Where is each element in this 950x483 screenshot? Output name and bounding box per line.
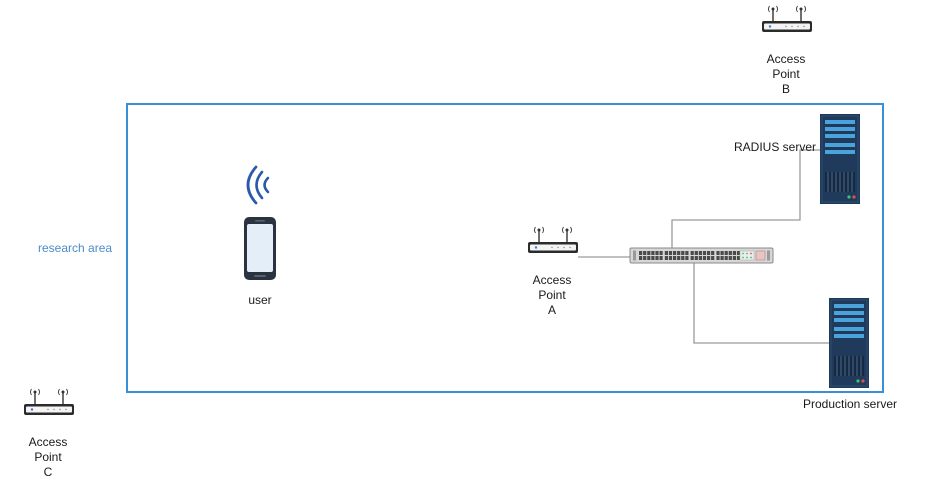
switch-port: [728, 251, 732, 255]
switch-port: [651, 256, 655, 260]
switch-port: [720, 256, 724, 260]
switch-port: [639, 256, 643, 260]
switch-port: [707, 256, 711, 260]
access-point-c-icon: [23, 388, 75, 416]
switch-port: [655, 251, 659, 255]
switch-port: [702, 251, 707, 255]
switch-port: [736, 251, 741, 255]
switch-port: [664, 251, 668, 255]
wifi-signal-icon: [246, 165, 270, 205]
access-point-a-icon: [527, 226, 579, 254]
switch-port: [659, 256, 663, 260]
switch-port: [673, 251, 677, 255]
switch-port: [681, 251, 685, 255]
switch-port: [690, 251, 694, 255]
switch-port: [659, 251, 663, 255]
switch-port: [702, 256, 707, 260]
network-switch-icon: [629, 247, 774, 264]
switch-port: [685, 256, 689, 260]
switch-port: [711, 256, 715, 260]
switch-port: [711, 251, 715, 255]
switch-port: [716, 256, 720, 260]
switch-port: [694, 256, 698, 260]
switch-port: [728, 256, 732, 260]
switch-port: [643, 251, 647, 255]
switch-port: [732, 251, 736, 255]
link-switch-production: [693, 263, 829, 344]
switch-port: [664, 256, 668, 260]
switch-port: [668, 251, 673, 255]
user-label: user: [248, 293, 272, 307]
radius-server-icon: [819, 113, 861, 205]
switch-port: [647, 251, 651, 255]
switch-port: [643, 256, 647, 260]
radius-server-label: RADIUS server: [733, 140, 816, 154]
switch-port: [685, 251, 689, 255]
switch-port: [655, 256, 659, 260]
access-point-b-label: Access Point B: [766, 52, 806, 96]
link-switch-radius: [671, 149, 820, 248]
research-area-boundary: [126, 103, 884, 393]
access-point-b-icon: [761, 5, 813, 33]
network-links: [578, 149, 829, 344]
switch-port: [707, 251, 711, 255]
switch-port: [724, 251, 728, 255]
switch-port: [698, 251, 702, 255]
switch-port: [690, 256, 694, 260]
switch-port: [639, 251, 643, 255]
switch-port: [647, 256, 651, 260]
switch-port: [681, 256, 685, 260]
access-point-c-label: Access Point C: [28, 435, 68, 479]
switch-port: [736, 256, 741, 260]
switch-port: [677, 256, 681, 260]
switch-port: [677, 251, 681, 255]
switch-port: [720, 251, 724, 255]
switch-ports: [639, 251, 741, 260]
switch-port: [668, 256, 673, 260]
switch-port: [694, 251, 698, 255]
switch-port: [732, 256, 736, 260]
switch-port: [673, 256, 677, 260]
switch-port: [651, 251, 655, 255]
production-server-label: Production server: [802, 397, 898, 411]
switch-port: [724, 256, 728, 260]
switch-port: [716, 251, 720, 255]
access-point-a-label: Access Point A: [532, 273, 572, 317]
smartphone-icon: [244, 217, 276, 280]
switch-port: [698, 256, 702, 260]
production-server-icon: [828, 297, 870, 389]
research-area-label: research area: [38, 241, 113, 255]
